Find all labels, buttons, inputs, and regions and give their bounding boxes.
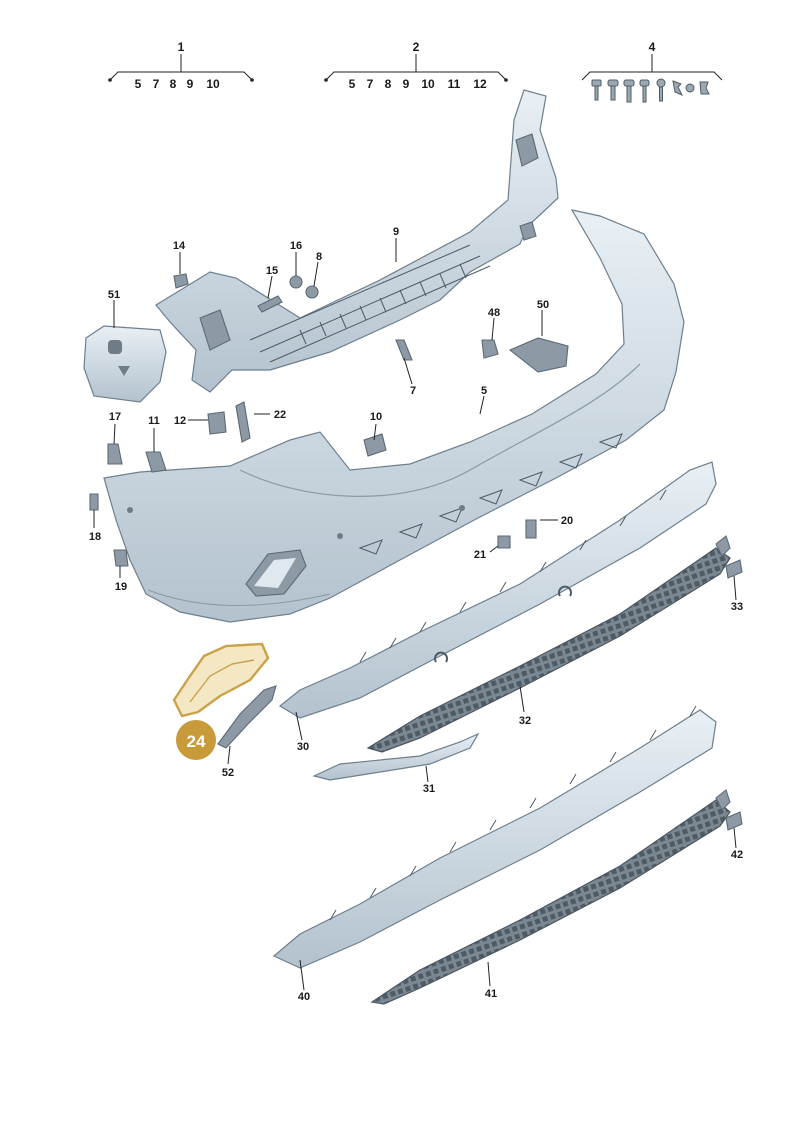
- callout-42: 42: [731, 849, 743, 861]
- callout-12: 12: [174, 415, 186, 427]
- callout-14: 14: [173, 240, 186, 252]
- callout-18: 18: [89, 531, 101, 543]
- clip-part-11: [145, 451, 167, 473]
- clip-part-12: [207, 411, 227, 435]
- fastener-set-icon: [591, 78, 710, 103]
- clip-part-42: [725, 811, 743, 831]
- group-2-sub-12: 12: [473, 77, 487, 91]
- bumper-cover-part: [103, 209, 685, 623]
- group-2-sub-8: 8: [385, 77, 392, 91]
- callout-48: 48: [488, 307, 500, 319]
- callout-19: 19: [115, 581, 127, 593]
- callout-52: 52: [222, 767, 234, 779]
- washer-part-8: [305, 285, 319, 299]
- bracket-part-22: [235, 401, 251, 443]
- screw-part-18: [89, 493, 99, 511]
- callout-9: 9: [393, 226, 399, 238]
- group-2-sub-9: 9: [403, 77, 410, 91]
- highlighted-part-24[interactable]: 24: [172, 642, 270, 760]
- nut-part-16: [289, 275, 303, 289]
- group-2-label: 2: [413, 40, 420, 54]
- clip-part-33: [725, 559, 743, 579]
- clip-part-19: [113, 549, 129, 567]
- group-2-sub-5: 5: [349, 77, 356, 91]
- small-parts: [89, 273, 743, 831]
- leader-lines: [93, 238, 737, 991]
- reflector-part-52: [217, 685, 277, 749]
- callout-41: 41: [485, 988, 497, 1000]
- callout-8: 8: [316, 251, 322, 263]
- part-24-badge-label: 24: [187, 732, 206, 751]
- side-bracket-part-51: [83, 325, 167, 403]
- bracket-part-15: [257, 295, 283, 313]
- group-1-sub-9: 9: [187, 77, 194, 91]
- callout-40: 40: [298, 991, 310, 1003]
- group-4-bracket: 4: [581, 40, 723, 103]
- callout-17: 17: [109, 411, 121, 423]
- clip-part-48: [481, 339, 499, 359]
- group-1-sub-10: 10: [206, 77, 220, 91]
- callout-20: 20: [561, 515, 573, 527]
- clip-part-10: [363, 433, 387, 457]
- sensor-holder-part-50: [508, 337, 569, 373]
- group-1-sub-7: 7: [153, 77, 160, 91]
- bolt-part-7: [395, 339, 413, 361]
- group-1-label: 1: [178, 40, 185, 54]
- callout-33: 33: [731, 601, 743, 613]
- group-2-bracket: 2 5 7 8 9 10 11 12: [324, 40, 508, 91]
- group-1-sub-5: 5: [135, 77, 142, 91]
- clip-part-14: [173, 273, 189, 289]
- callout-22: 22: [274, 409, 286, 421]
- clip-part-17: [107, 443, 123, 465]
- clip-part-21: [497, 535, 511, 549]
- trim-strip-part-31: [312, 732, 480, 781]
- callout-15: 15: [266, 265, 278, 277]
- callout-21: 21: [474, 549, 486, 561]
- callout-7: 7: [410, 385, 416, 397]
- callout-10: 10: [370, 411, 382, 423]
- grille-insert-part-32: [366, 535, 731, 753]
- diffuser-part-40: [272, 705, 717, 969]
- part-24-badge[interactable]: [176, 720, 216, 760]
- callout-11: 11: [148, 415, 160, 427]
- group-4-label: 4: [649, 40, 656, 54]
- group-2-sub-11: 11: [448, 77, 461, 91]
- group-2-sub-7: 7: [367, 77, 374, 91]
- group-1-bracket: 1 5 7 8 9 10: [108, 40, 254, 91]
- grille-insert-part-41: [370, 789, 731, 1005]
- callout-51: 51: [108, 289, 120, 301]
- callout-labels: 14 16 15 8 9 51 48 50 7 5 17 11 12 22 10…: [89, 226, 743, 1003]
- callout-5: 5: [481, 385, 487, 397]
- callout-50: 50: [537, 299, 549, 311]
- callout-16: 16: [290, 240, 302, 252]
- callout-31: 31: [423, 783, 435, 795]
- group-1-sub-8: 8: [170, 77, 177, 91]
- screw-part-20: [525, 519, 537, 539]
- callout-30: 30: [297, 741, 309, 753]
- bumper-carrier-part: [155, 89, 559, 393]
- group-2-sub-10: 10: [421, 77, 435, 91]
- lower-trim-part-30: [278, 461, 717, 719]
- callout-32: 32: [519, 715, 531, 727]
